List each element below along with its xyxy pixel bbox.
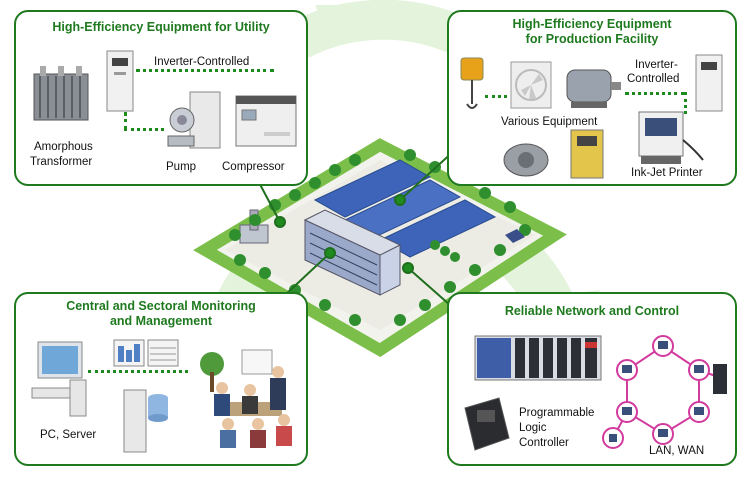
fan-icon xyxy=(510,61,552,109)
utility-panel-title: High-Efficiency Equipment for Utility xyxy=(52,20,270,34)
production-panel-title-line2: for Production Facility xyxy=(525,32,659,46)
production-equipment-panel: High-Efficiency Equipment for Production… xyxy=(447,10,737,186)
production-inverter-link-line xyxy=(625,92,685,95)
inkjet-printer-label: Ink-Jet Printer xyxy=(631,167,703,179)
monitoring-panel-title-line1: Central and Sectoral Monitoring xyxy=(66,299,256,313)
production-inverter-label-line1: Inverter- xyxy=(635,59,678,71)
hoist-link-line xyxy=(485,95,507,98)
monitoring-panel: Central and Sectoral Monitoring and Mana… xyxy=(14,292,308,466)
server-icon xyxy=(123,389,168,453)
pump-label: Pump xyxy=(166,161,197,173)
network-panel-title: Reliable Network and Control xyxy=(504,304,680,318)
pc-server-label: PC, Server xyxy=(40,429,97,441)
pump-icon xyxy=(167,91,221,149)
plc-label-line3: Controller xyxy=(519,437,569,449)
pump-link-line xyxy=(124,128,164,131)
various-equipment-label: Various Equipment xyxy=(501,116,598,128)
pc-link-line xyxy=(88,370,188,373)
pump-link-vertical xyxy=(124,112,127,130)
blower-icon xyxy=(503,143,549,177)
production-inverter-icon xyxy=(695,54,723,112)
hoist-icon xyxy=(460,57,484,109)
inverter-icon xyxy=(106,50,134,112)
controller-box-icon xyxy=(570,129,604,179)
plc-rack-icon xyxy=(474,335,602,381)
dashboard-screens-icon xyxy=(113,339,179,367)
compressor-icon xyxy=(235,95,297,147)
transformer-icon xyxy=(33,66,89,121)
pc-icon xyxy=(31,341,87,417)
printer-link-vertical xyxy=(684,92,687,114)
network-panel: Reliable Network and Control Programmabl… xyxy=(447,292,737,466)
production-inverter-label-line2: Controlled xyxy=(627,73,680,85)
production-panel-title-line1: High-Efficiency Equipment xyxy=(512,17,672,31)
plc-label-line2: Logic xyxy=(519,422,547,434)
monitoring-panel-title-line2: and Management xyxy=(109,314,213,328)
transformer-label-line1: Amorphous xyxy=(34,141,93,153)
inkjet-printer-icon xyxy=(638,111,704,164)
utility-equipment-panel: High-Efficiency Equipment for Utility In… xyxy=(14,10,308,186)
inverter-controlled-label: Inverter-Controlled xyxy=(154,56,250,68)
network-topology-icon xyxy=(602,335,727,449)
plc-unit-icon xyxy=(464,397,510,451)
transformer-label-line2: Transformer xyxy=(30,156,93,168)
motor-icon xyxy=(566,69,621,108)
plc-label-line1: Programmable xyxy=(519,407,595,419)
meeting-people-icon xyxy=(200,349,292,448)
compressor-label: Compressor xyxy=(222,161,285,173)
lan-wan-label: LAN, WAN xyxy=(649,445,705,457)
inverter-link-line xyxy=(136,69,274,72)
